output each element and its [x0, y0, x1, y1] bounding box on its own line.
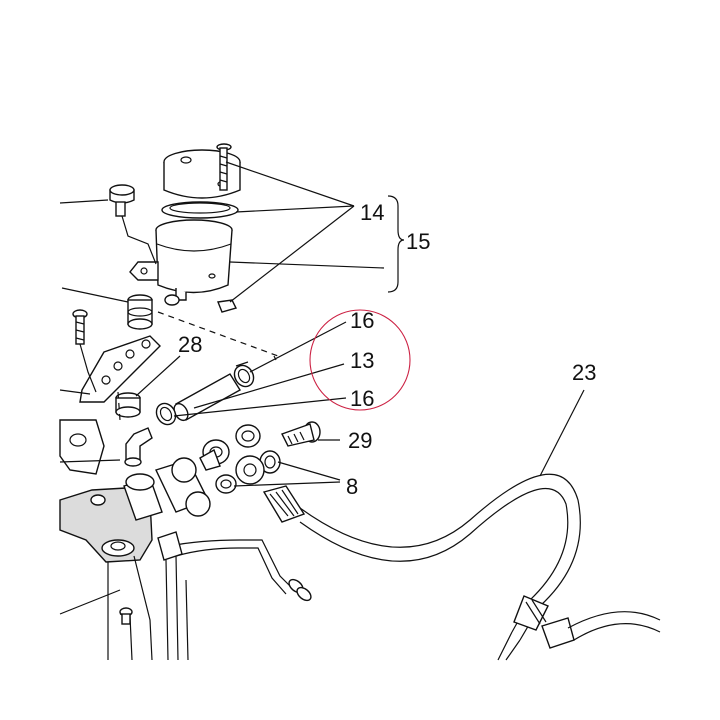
callout-23: 23 — [572, 360, 596, 385]
master-cylinder — [59, 419, 211, 563]
callout-16-bottom: 16 — [350, 386, 374, 411]
elbow-fitting — [124, 427, 153, 467]
callout-8: 8 — [346, 474, 358, 499]
cap-screw — [216, 143, 232, 191]
bracket-screw — [72, 309, 88, 345]
highlight-circle — [309, 309, 411, 411]
mounting-bracket — [79, 335, 161, 403]
small-screw-lower — [119, 607, 133, 625]
callout-13: 13 — [350, 348, 374, 373]
callout-14: 14 — [360, 200, 384, 225]
hose-clip-lower — [155, 402, 177, 426]
banjo-bolt-29 — [281, 421, 321, 447]
retaining-clip — [217, 299, 238, 313]
reservoir-assembly — [129, 143, 241, 313]
reservoir-body — [129, 219, 233, 306]
seal-pair-upper — [199, 424, 261, 471]
brake-switch-wiring — [157, 531, 312, 661]
callout-16-top: 16 — [350, 308, 374, 333]
nut-28 — [115, 392, 141, 418]
callout-29: 29 — [348, 428, 372, 453]
seal-pair-lower — [215, 450, 281, 494]
mounting-bolt-upper — [109, 184, 135, 217]
callout-28: 28 — [178, 332, 202, 357]
reservoir-gasket — [161, 201, 239, 219]
reservoir-cap — [163, 149, 241, 199]
rubber-grommet — [127, 294, 153, 330]
callout-15: 15 — [406, 229, 430, 254]
brace-15 — [387, 195, 405, 293]
brake-hose-23 — [262, 473, 661, 661]
